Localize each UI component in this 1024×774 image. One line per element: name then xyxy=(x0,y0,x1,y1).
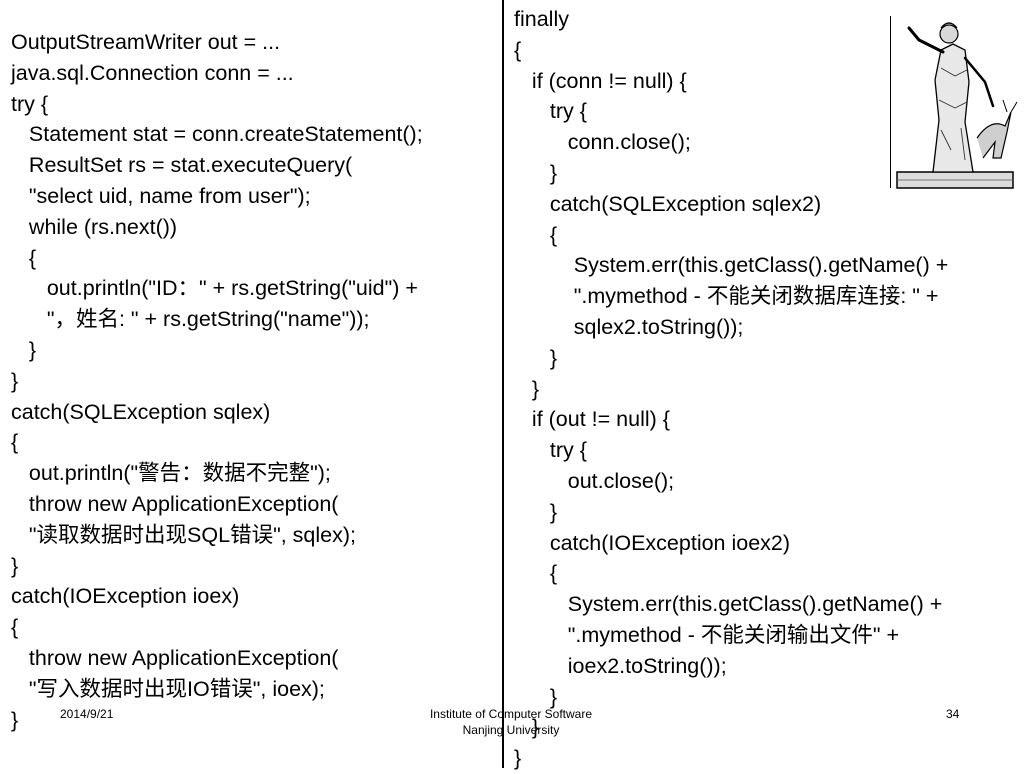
left-code-block: OutputStreamWriter out = ... java.sql.Con… xyxy=(11,27,423,735)
code-line: while (rs.next()) xyxy=(11,214,178,239)
code-line: } xyxy=(514,499,558,524)
right-code-block: finally { if (conn != null) { try { conn.… xyxy=(514,4,948,774)
code-line: { xyxy=(514,222,558,247)
code-line: finally xyxy=(514,7,569,31)
code-line: out.close(); xyxy=(514,468,675,493)
code-line: { xyxy=(11,615,19,640)
code-line: try { xyxy=(11,91,49,116)
image-frame-rule xyxy=(890,16,891,188)
code-line: "，姓名: " + rs.getString("name")); xyxy=(11,307,370,332)
code-line: { xyxy=(514,561,558,586)
code-line: "读取数据时出现SQL错误", sqlex); xyxy=(11,522,356,547)
code-line: ".mymethod - 不能关闭数据库连接: " + xyxy=(514,284,939,309)
footer-institute: Institute of Computer Software Nanjing U… xyxy=(429,707,593,737)
code-line: } xyxy=(514,376,540,401)
code-line: System.err(this.getClass().getName() + xyxy=(514,253,949,278)
code-line: throw new ApplicationException( xyxy=(11,645,339,670)
code-line: } xyxy=(11,337,37,362)
code-line: } xyxy=(514,715,540,740)
code-line: catch(IOException ioex2) xyxy=(514,530,791,555)
code-line: try { xyxy=(514,99,587,124)
code-line: ".mymethod - 不能关闭输出文件" + xyxy=(514,622,900,647)
code-line: System.err(this.getClass().getName() + xyxy=(514,592,943,617)
code-line: } xyxy=(11,707,19,732)
code-line: try { xyxy=(514,438,587,463)
code-line: { xyxy=(11,430,19,455)
code-line: ResultSet rs = stat.executeQuery( xyxy=(11,153,353,178)
code-line: OutputStreamWriter out = ... xyxy=(11,30,281,54)
code-line: } xyxy=(514,684,558,709)
code-line: "select uid, name from user"); xyxy=(11,183,311,208)
code-line: { xyxy=(11,245,37,270)
statue-illustration-icon xyxy=(896,22,1018,189)
code-line: } xyxy=(514,160,558,185)
code-line: out.println("警告：数据不完整"); xyxy=(11,461,331,486)
code-line: if (conn != null) { xyxy=(514,68,687,93)
code-line: catch(SQLException sqlex2) xyxy=(514,191,822,216)
code-line: sqlex2.toString()); xyxy=(514,314,744,339)
code-line: conn.close(); xyxy=(514,130,691,155)
code-line: throw new ApplicationException( xyxy=(11,491,339,516)
footer-date: 2014/9/21 xyxy=(60,707,114,721)
code-line: if (out != null) { xyxy=(514,407,670,432)
code-line: } xyxy=(11,368,19,393)
code-line: { xyxy=(514,37,522,62)
code-line: ioex2.toString()); xyxy=(514,653,727,678)
code-line: out.println("ID：" + rs.getString("uid") … xyxy=(11,276,418,301)
code-line: } xyxy=(514,345,558,370)
page-number: 34 xyxy=(946,707,960,721)
code-line: Statement stat = conn.createStatement(); xyxy=(11,122,423,147)
code-line: java.sql.Connection conn = ... xyxy=(11,60,294,85)
code-line: "写入数据时出现IO错误", ioex); xyxy=(11,676,325,701)
code-line: catch(IOException ioex) xyxy=(11,584,240,609)
code-line: } xyxy=(514,746,522,771)
column-divider xyxy=(502,0,504,768)
code-line: } xyxy=(11,553,19,578)
code-line: catch(SQLException sqlex) xyxy=(11,399,271,424)
